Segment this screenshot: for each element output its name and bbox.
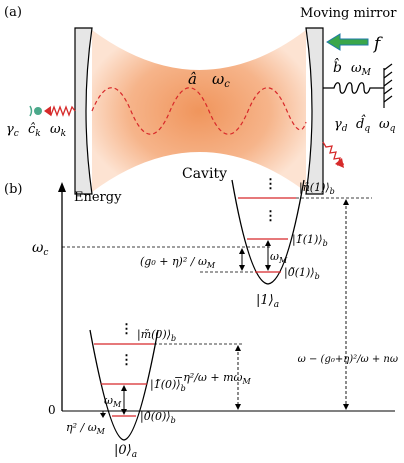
left-wavy-arrow [47,105,76,117]
moving-mirror-label: Moving mirror [300,6,397,21]
upper-omegam-label: ωM [270,250,288,265]
upper-well-potential [231,179,305,285]
spring [323,82,384,94]
zero-label: 0 [48,403,56,417]
shift-arrow-head-top [239,248,245,254]
cavity-mode-region [92,30,306,192]
lower-well-label: |0⟩a [114,443,137,460]
upper-energy-expression: ω − (g₀+η)²/ω + nω [298,354,398,365]
upper-energy-head-top [343,199,349,205]
panel-a-label: (a) [4,5,22,20]
upper-ellipsis-top: ⋮ [264,177,277,192]
bath-right-frequency: ωq [379,117,396,134]
shift-label: (g₀ + η)² / ωM [140,255,216,270]
energy-axis-label: Energy [74,190,122,205]
lower-well-potential [89,329,159,441]
force-label: f [372,34,383,54]
eta-label: η² / ωM [66,421,106,436]
cavity-operator: â [188,70,197,88]
lower-energy-head-top [235,345,241,351]
left-mirror [74,27,93,195]
mechanical-frequency: ωM [351,61,372,78]
lower-omegam-head-top [121,385,127,391]
lower-state-0: |0̃(0)⟩b [140,410,176,425]
lower-omegam-head-bottom [121,409,127,415]
cavity-standing-wave [91,87,307,135]
lower-energy-head-bottom [235,404,241,410]
bath-left-gamma: γc [6,122,19,139]
bath-left-operator: ĉk [28,122,41,139]
lower-state-m: |m̃(0)⟩b [137,328,176,343]
left-arrow-head [44,106,51,116]
right-arrow-head [335,158,344,168]
upper-state-1: |1̃(1)⟩b [292,233,328,248]
eta-arrow-head [100,413,106,418]
lower-omegam-label: ωM [104,394,122,409]
mechanical-operator: b̂ [333,57,342,76]
energy-axis-arrow [58,182,66,192]
upper-energy-head-bottom [343,404,349,410]
upper-omegam-head-bottom [265,265,271,271]
force-arrow [326,33,369,51]
cavity-label: Cavity [182,166,227,182]
upper-state-n: |ñ(1)⟩b [299,181,335,196]
cavity-frequency: ωc [212,70,230,90]
panel-b-label: (b) [4,182,22,197]
bath-emitter-icon [29,105,42,117]
upper-well-label: |1⟩a [256,293,279,310]
bath-left-frequency: ωk [50,122,66,139]
lower-ellipsis-top: ⋮ [120,322,133,337]
right-mirror [305,27,324,195]
lower-ellipsis-mid: ⋮ [120,353,133,368]
lower-energy-expression: −η²/ω + mωM [174,371,252,386]
bath-right-gamma: γd [334,117,348,134]
upper-state-0: |0̃(1)⟩b [284,266,320,281]
bath-right-operator: d̂q [356,114,370,134]
omega-c-label: ωc [32,240,48,258]
lower-state-1: |1̃(0)⟩b [150,378,186,393]
upper-omegam-head-top [265,240,271,246]
shift-arrow-head-bottom [239,265,245,271]
wall [383,63,393,108]
upper-ellipsis-mid: ⋮ [264,209,277,224]
